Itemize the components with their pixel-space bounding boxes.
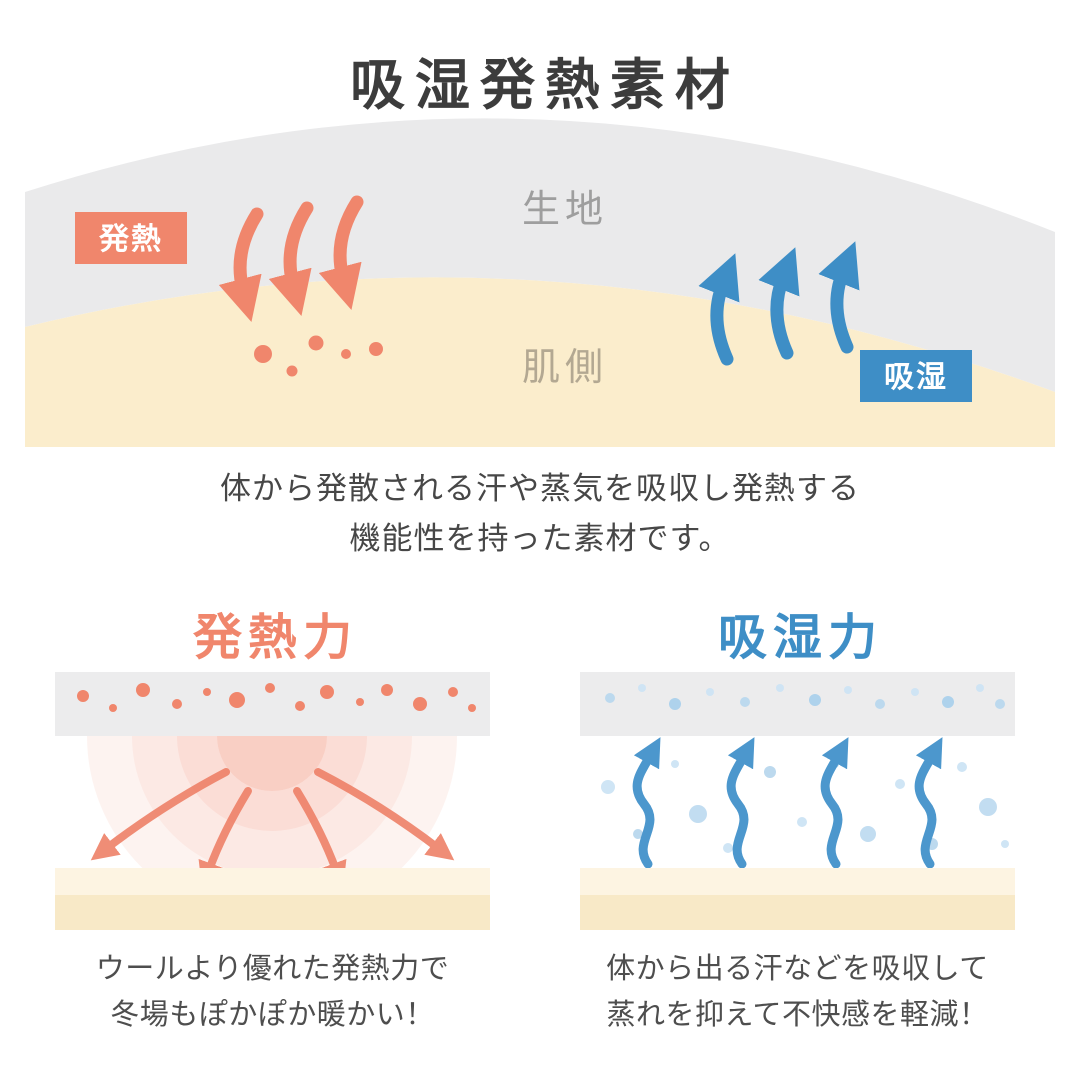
absorb-badge: 吸湿: [860, 350, 972, 402]
heat-caption-line1: ウールより優れた発熱力で: [95, 953, 450, 985]
heat-panel-heading: 発熱力: [192, 611, 358, 665]
heat-badge-label: 発熱: [98, 223, 163, 256]
skin-label: 肌側: [522, 347, 608, 389]
skin-bar: [580, 895, 1015, 930]
moisture-dots-icon: [254, 335, 383, 377]
absorb-arrows-icon: [698, 241, 860, 366]
hero-diagram: 生地 肌側 発熱 吸湿: [25, 118, 1055, 447]
absorb-wavy-arrows-icon: [632, 737, 943, 869]
fabric-label: 生地: [522, 189, 608, 231]
heat-panel-illustration: [55, 672, 490, 930]
hero-description-line1: 体から発散される汗や蒸気を吸収し発熱する: [220, 471, 860, 506]
skin-bar-light: [55, 868, 490, 895]
absorb-caption-line1: 体から出る汗などを吸収して: [606, 953, 989, 985]
hero-description: 体から発散される汗や蒸気を吸収し発熱する 機能性を持った素材です。: [0, 464, 1080, 563]
fabric-band: [25, 118, 1055, 392]
absorb-caption-line2: 蒸れを抑えて不快感を軽減！: [606, 999, 989, 1032]
moisture-particles-icon: [605, 684, 1005, 710]
hero-description-line2: 機能性を持った素材です。: [349, 520, 731, 556]
absorb-panel-heading: 吸湿力: [717, 611, 883, 665]
skin-bar: [55, 895, 490, 930]
heat-particles-icon: [77, 683, 476, 712]
skin-bar-light: [580, 868, 1015, 895]
heat-caption-line2: 冬場もぽかぽか暖かい！: [110, 999, 435, 1032]
absorb-panel-caption: 体から出る汗などを吸収して 蒸れを抑えて不快感を軽減！: [565, 946, 1030, 1039]
heat-badge: 発熱: [75, 212, 187, 264]
heat-radiate-arrows-icon: [90, 768, 455, 890]
vapor-dots-icon: [601, 760, 1009, 853]
skin-band: [25, 277, 1055, 447]
absorb-badge-label: 吸湿: [884, 361, 948, 394]
absorb-panel-illustration: [580, 672, 1015, 930]
heat-panel-caption: ウールより優れた発熱力で 冬場もぽかぽか暖かい！: [40, 946, 505, 1039]
heat-arrows-icon: [218, 195, 364, 323]
page-title: 吸湿発熱素材: [349, 54, 740, 116]
